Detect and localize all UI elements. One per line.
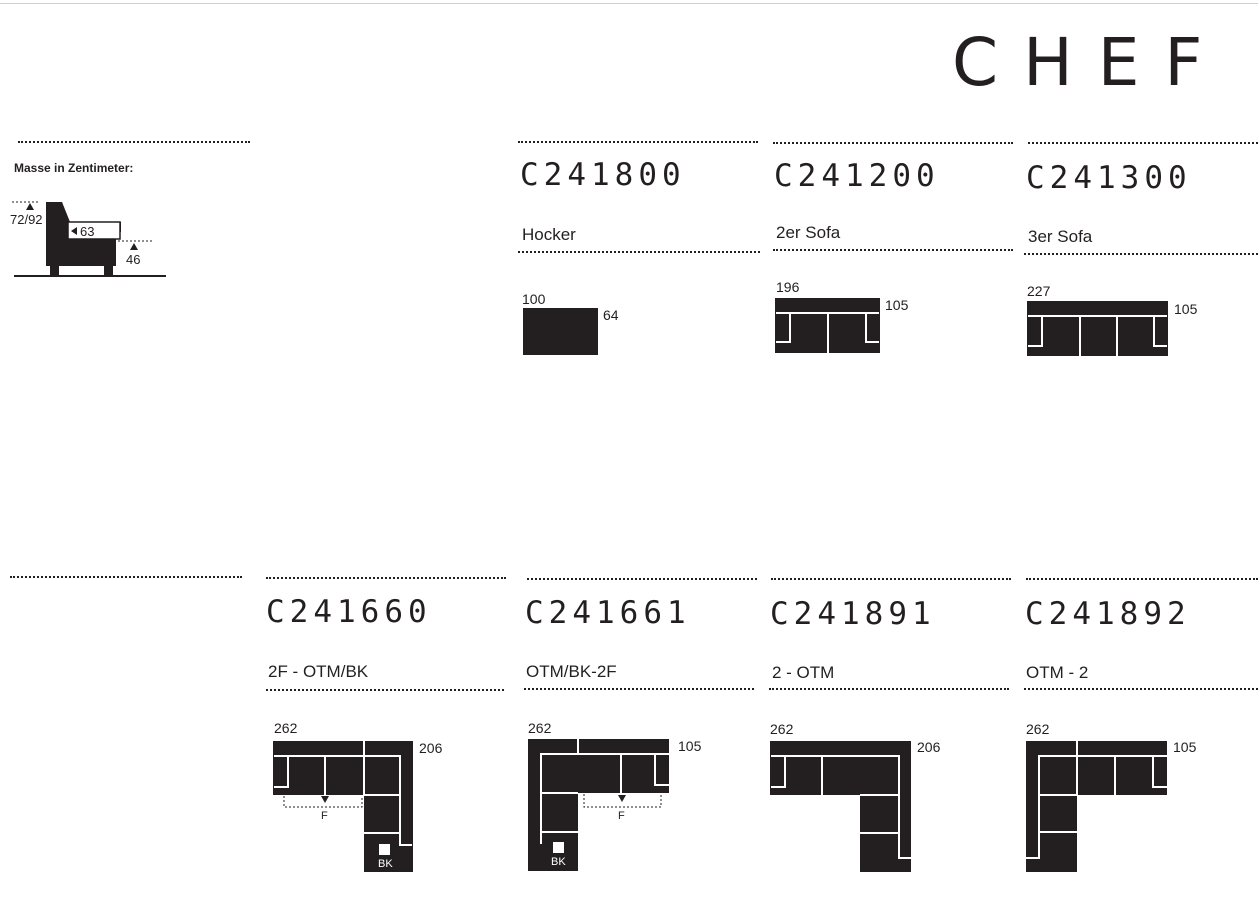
marker-bk: BK [378,858,393,870]
dimension-width: 100 [522,291,546,307]
dimension-width: 262 [274,720,298,736]
corner-sofa-2f-otm-bk-floorplan-icon: BK F [273,741,413,872]
product-name: OTM/BK-2F [526,662,617,681]
dimension-depth: 105 [1174,301,1198,317]
dimension-depth: 105 [885,297,909,313]
corner-sofa-otm-2-floorplan-icon [1026,741,1167,872]
dimension-depth: 206 [419,740,443,756]
dimension-width: 227 [1027,283,1051,299]
dimension-depth: 64 [603,307,619,323]
dimension-width: 262 [528,720,552,736]
legend-label: Masse in Zentimeter: [14,161,134,175]
separator-name-1 [773,249,1013,251]
product-name: OTM - 2 [1026,663,1089,682]
product-code: C241892 [1025,596,1191,632]
legend-seat-depth: 63 [80,224,94,239]
separator-bottom-4 [527,578,757,580]
separator-bottom-5 [771,578,1011,580]
hocker-floorplan-icon [523,308,598,355]
separator-name-2 [1024,253,1258,255]
separator-bottom-6 [1026,578,1258,580]
product-code: C241800 [520,157,686,193]
product-code: C241200 [774,158,940,194]
product-name: 2 - OTM [772,663,835,682]
product-code: C241661 [525,595,691,631]
product-code: C241300 [1026,160,1192,196]
corner-sofa-2-otm-floorplan-icon [770,741,911,872]
dimension-width: 262 [770,721,794,737]
brand-title: CHEF [952,24,1228,101]
separator-name-6 [1024,688,1258,690]
marker-f: F [321,810,328,822]
marker-bk: BK [551,856,566,868]
separator-legend [18,141,250,143]
product-name: 3er Sofa [1028,227,1093,246]
product-name: Hocker [522,225,576,244]
dimension-depth: 206 [917,739,941,755]
chair-side-view-icon: 72/92 63 46 [10,201,166,277]
page-top-rule [0,3,1258,4]
separator-name-0 [518,251,760,253]
separator-bottom-3 [266,577,506,579]
separator-top-2 [1028,142,1258,144]
legend-height: 72/92 [10,212,43,227]
separator-name-5 [769,688,1009,690]
separator-top-0 [518,141,758,143]
product-name: 2er Sofa [776,223,841,242]
separator-legend-bottom [10,576,242,578]
product-code: C241891 [770,596,936,632]
separator-name-3 [266,689,504,691]
corner-sofa-otm-bk-2f-floorplan-icon: BK F [528,739,669,871]
sofa-3-floorplan-icon [1027,301,1168,356]
legend-seat-height: 46 [126,252,140,267]
dimension-depth: 105 [1173,739,1197,755]
marker-f: F [618,810,625,822]
separator-name-4 [524,688,754,690]
separator-top-1 [773,142,1013,144]
sofa-2-floorplan-icon [775,298,880,353]
dimension-depth: 105 [678,738,702,754]
dimension-width: 262 [1026,721,1050,737]
dimension-width: 196 [776,279,800,295]
product-name: 2F - OTM/BK [268,662,369,681]
product-code: C241660 [266,594,432,630]
